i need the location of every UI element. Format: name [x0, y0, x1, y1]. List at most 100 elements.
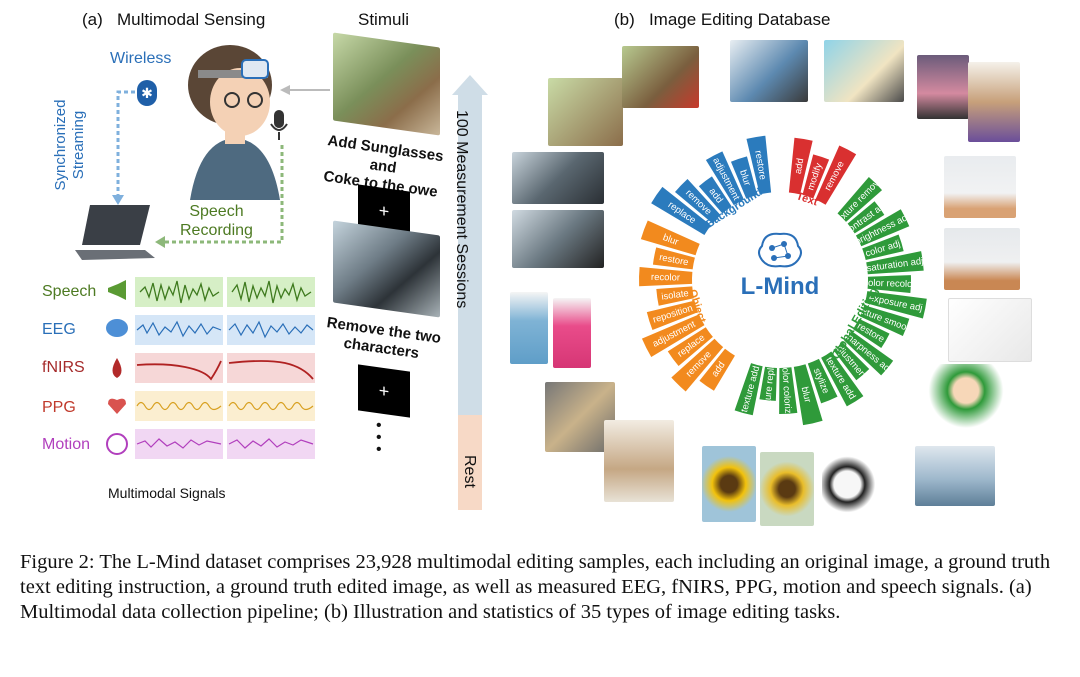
heart-icon — [108, 398, 126, 414]
task-bar — [779, 367, 798, 414]
thumb-dress-pink — [553, 298, 591, 368]
thumb-owl-sunglasses — [622, 46, 699, 108]
thumb-flowers-craft — [545, 382, 615, 452]
laptop-icon — [75, 205, 155, 260]
panel-b-title: Image Editing Database — [648, 10, 831, 29]
task-bar — [847, 201, 885, 234]
task-bar — [862, 234, 904, 260]
panel-b-header: (b) Image Editing Database — [614, 10, 830, 30]
signal-label-motion: Motion — [42, 436, 91, 453]
task-bar — [746, 135, 772, 195]
stimulus-instruction-2: Remove the two characters — [318, 313, 447, 366]
task-label: recolor — [651, 272, 680, 284]
stimulus-motorcycle-photo — [333, 220, 440, 318]
task-bar — [640, 220, 700, 256]
task-bar — [641, 314, 705, 357]
thumb-sketch-character — [948, 298, 1032, 362]
signal-label-speech: Speech — [42, 283, 97, 300]
task-bar — [853, 318, 890, 349]
signal-label-eeg: EEG — [42, 321, 76, 338]
task-label: restore — [658, 252, 689, 268]
signal-icons — [106, 280, 128, 455]
panel-a-header: (a) Multimodal Sensing — [82, 10, 265, 30]
stimuli-title: Stimuli — [358, 10, 410, 29]
figure-caption: Figure 2: The L-Mind dataset comprises 2… — [20, 551, 1051, 623]
thumb-orca — [915, 446, 995, 506]
sessions-label: 100 Measurement Sessions — [453, 110, 470, 309]
task-bar — [855, 209, 910, 247]
thumb-motorcycle-1 — [512, 152, 604, 204]
task-label: isolate — [661, 288, 690, 303]
task-bar — [656, 286, 694, 306]
task-bar — [837, 177, 883, 222]
task-bar — [807, 358, 838, 404]
thumb-fox-1 — [944, 156, 1016, 218]
rest-label: Rest — [461, 455, 478, 488]
thumb-sunflower-2 — [760, 452, 814, 526]
task-label: blur — [799, 386, 813, 404]
task-bar — [698, 176, 732, 214]
stimuli-ellipsis: • • • — [376, 417, 382, 458]
task-bar — [815, 145, 857, 205]
thumb-sunset-poster — [917, 55, 969, 119]
thumb-green-character — [928, 364, 1004, 440]
task-bar — [734, 363, 763, 416]
thumb-owl — [548, 78, 623, 146]
task-bar — [867, 275, 911, 293]
thumb-sunflower-1 — [702, 446, 756, 522]
task-bar — [788, 137, 813, 195]
task-bar — [651, 186, 712, 235]
signal-label-fnirs: fNIRS — [42, 359, 85, 376]
task-label: add — [793, 157, 806, 174]
task-label: blur — [737, 169, 753, 188]
brain-network-icon — [758, 232, 802, 268]
task-bar — [671, 338, 724, 392]
task-bar — [866, 251, 924, 275]
lmind-title: L-Mind — [740, 273, 820, 300]
task-bar — [730, 156, 758, 199]
motion-icon — [106, 433, 128, 455]
task-bar — [639, 266, 693, 287]
speech-recording-label: Speech Recording — [180, 202, 253, 240]
thumb-beach-man — [824, 40, 904, 102]
megaphone-icon — [108, 280, 126, 300]
wireless-label: Wireless — [110, 50, 172, 67]
thumb-star-figure — [604, 420, 674, 502]
task-label: restore — [752, 150, 768, 181]
stimulus-owl-photo — [333, 32, 440, 136]
signal-label-ppg: PPG — [42, 399, 76, 416]
thumb-bear-character — [968, 62, 1020, 142]
thumb-office-man — [730, 40, 808, 102]
speech-recording-line-2: Recording — [180, 222, 253, 239]
task-label: blur — [661, 232, 680, 248]
thumb-sushi — [822, 440, 906, 514]
pipeline-arrows — [112, 85, 330, 248]
fixation-screen-2: + — [358, 364, 410, 418]
thumb-dress-blue — [510, 292, 548, 364]
task-bar — [759, 366, 777, 401]
task-bar — [860, 305, 910, 336]
streaming-label: Synchronized Streaming — [52, 90, 96, 200]
speech-recording-line-1: Speech — [189, 203, 244, 220]
task-bar — [821, 351, 864, 407]
brain-icon — [106, 319, 128, 337]
signals-caption: Multimodal Signals — [108, 485, 226, 501]
signal-waveforms — [135, 277, 315, 459]
thumb-fox-2 — [944, 228, 1020, 290]
lmind-logo: L-Mind — [733, 230, 827, 301]
session-timeline-bar — [452, 75, 488, 510]
bluetooth-icon: ✱ — [137, 80, 157, 106]
thumb-motorcycle-2 — [512, 210, 604, 268]
microphone-icon — [270, 110, 288, 140]
task-bar — [646, 300, 699, 331]
task-label: color colorize — [779, 363, 793, 420]
task-bar — [864, 291, 927, 319]
panel-a-title: Multimodal Sensing — [116, 10, 266, 29]
task-bar — [675, 178, 721, 224]
task-bar — [793, 364, 823, 426]
task-bar — [699, 348, 735, 391]
task-bar — [652, 247, 695, 270]
task-bar — [844, 331, 894, 376]
panel-b-label: (b) — [614, 10, 635, 29]
